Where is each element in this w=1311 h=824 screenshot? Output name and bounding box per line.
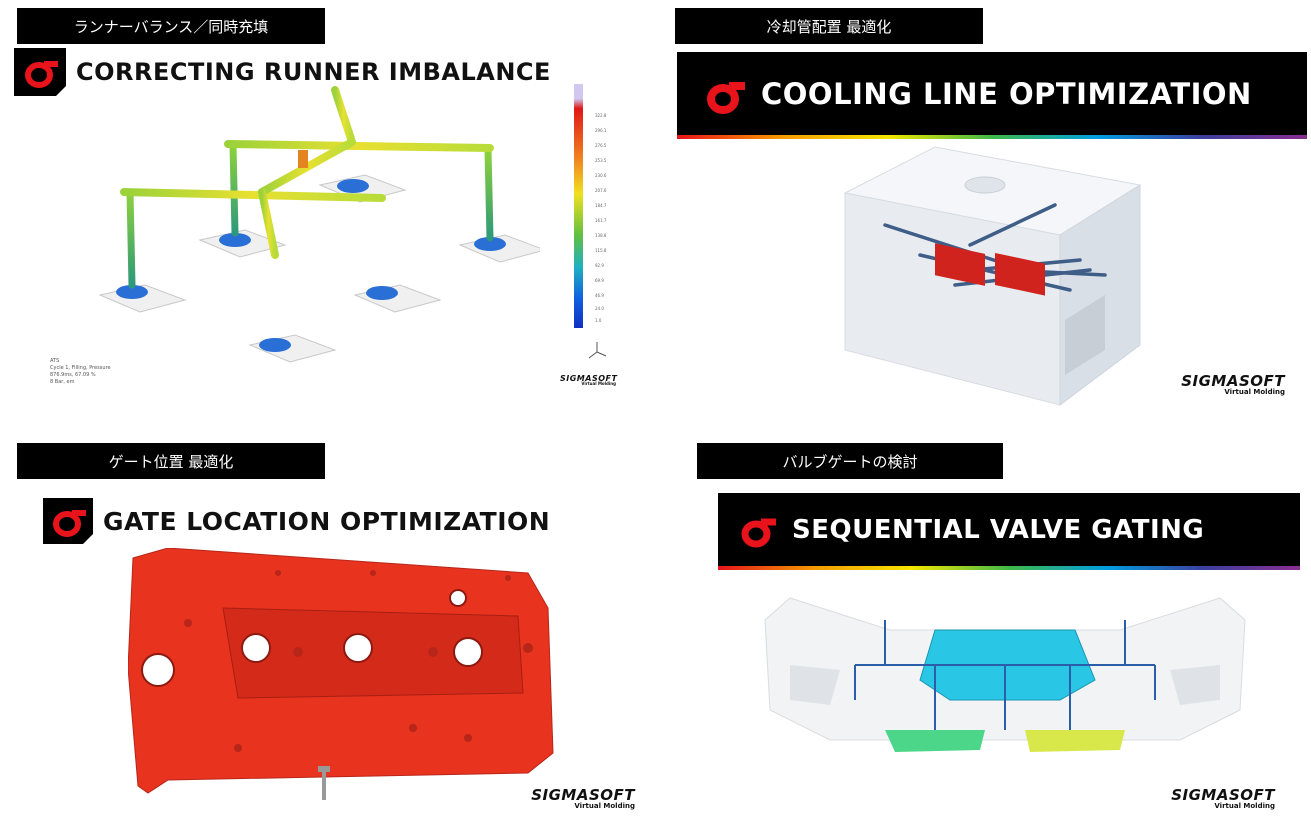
legend-tick: 46.9 — [595, 293, 604, 298]
sigma-logo-icon — [707, 82, 745, 114]
cooling-mold-image — [843, 146, 1142, 406]
runner-simulation-image — [98, 86, 540, 363]
runner-headline-text: CORRECTING RUNNER IMBALANCE — [76, 58, 551, 86]
sigma-logo-icon — [741, 518, 776, 548]
legend-tick: 138.8 — [595, 233, 607, 238]
brand-sub: Virtual Molding — [1214, 802, 1275, 810]
brand-name: SIGMASOFT — [560, 374, 618, 383]
gate-part-image — [128, 548, 554, 800]
valve-sigmasoft-logo: SIGMASOFT Virtual Molding — [1150, 786, 1275, 810]
legend-tick: 161.7 — [595, 218, 607, 223]
runner-sigmasoft-logo: SIGMASOFT Virtual Molding — [560, 374, 618, 386]
legend-tick: 276.5 — [595, 143, 607, 148]
footer-line: ATS — [50, 358, 60, 364]
runner-headline: CORRECTING RUNNER IMBALANCE — [14, 48, 551, 96]
footer-line: Cycle 1, Filling, Pressure — [50, 365, 111, 371]
runner-tab-label: ランナーバランス／同時充填 — [17, 8, 325, 44]
gate-tab-label: ゲート位置 最適化 — [17, 443, 325, 479]
footer-line: 876.9ms, 67.09 % — [50, 372, 96, 378]
legend-tick: 1.0 — [595, 318, 602, 323]
cooling-tab-label: 冷却管配置 最適化 — [675, 8, 983, 44]
legend-tick: 253.5 — [595, 158, 607, 163]
cooling-headline: COOLING LINE OPTIMIZATION — [677, 52, 1307, 136]
legend-tick: 92.9 — [595, 263, 604, 268]
axis-triad-icon — [588, 342, 607, 359]
cooling-headline-text: COOLING LINE OPTIMIZATION — [761, 77, 1252, 111]
legend-tick: 24.0 — [595, 306, 604, 311]
runner-footer-info: ATS Cycle 1, Filling, Pressure 876.9ms, … — [50, 358, 111, 386]
sigma-logo-icon — [43, 498, 93, 544]
brand-name: SIGMASOFT — [531, 786, 635, 804]
legend-tick: 69.9 — [595, 278, 604, 283]
runner-pressure-legend — [574, 84, 583, 328]
brand-sub: Virtual Molding — [581, 381, 616, 386]
cooling-rainbow-bar — [677, 135, 1307, 139]
gate-sigmasoft-logo: SIGMASOFT Virtual Molding — [510, 786, 635, 810]
valve-headline: SEQUENTIAL VALVE GATING — [718, 493, 1300, 567]
legend-tick: 296.1 — [595, 128, 607, 133]
brand-name: SIGMASOFT — [1181, 372, 1285, 390]
valve-headline-text: SEQUENTIAL VALVE GATING — [792, 515, 1205, 545]
valve-tab-label: バルブゲートの検討 — [697, 443, 1003, 479]
brand-name: SIGMASOFT — [1171, 786, 1275, 804]
brand-sub: Virtual Molding — [574, 802, 635, 810]
legend-tick: 207.6 — [595, 188, 607, 193]
cooling-sigmasoft-logo: SIGMASOFT Virtual Molding — [1160, 372, 1285, 396]
legend-tick: 230.6 — [595, 173, 607, 178]
gate-headline-text: GATE LOCATION OPTIMIZATION — [103, 506, 551, 536]
legend-tick: 115.8 — [595, 248, 607, 253]
footer-line: 8 Bar, em — [50, 379, 75, 385]
gate-headline: GATE LOCATION OPTIMIZATION — [43, 498, 550, 544]
valve-rainbow-bar — [718, 566, 1300, 570]
brand-sub: Virtual Molding — [1224, 388, 1285, 396]
valve-bumper-image — [764, 597, 1246, 752]
legend-tick: 184.7 — [595, 203, 607, 208]
legend-tick: 322.8 — [595, 113, 607, 118]
sigma-logo-icon — [14, 48, 66, 96]
